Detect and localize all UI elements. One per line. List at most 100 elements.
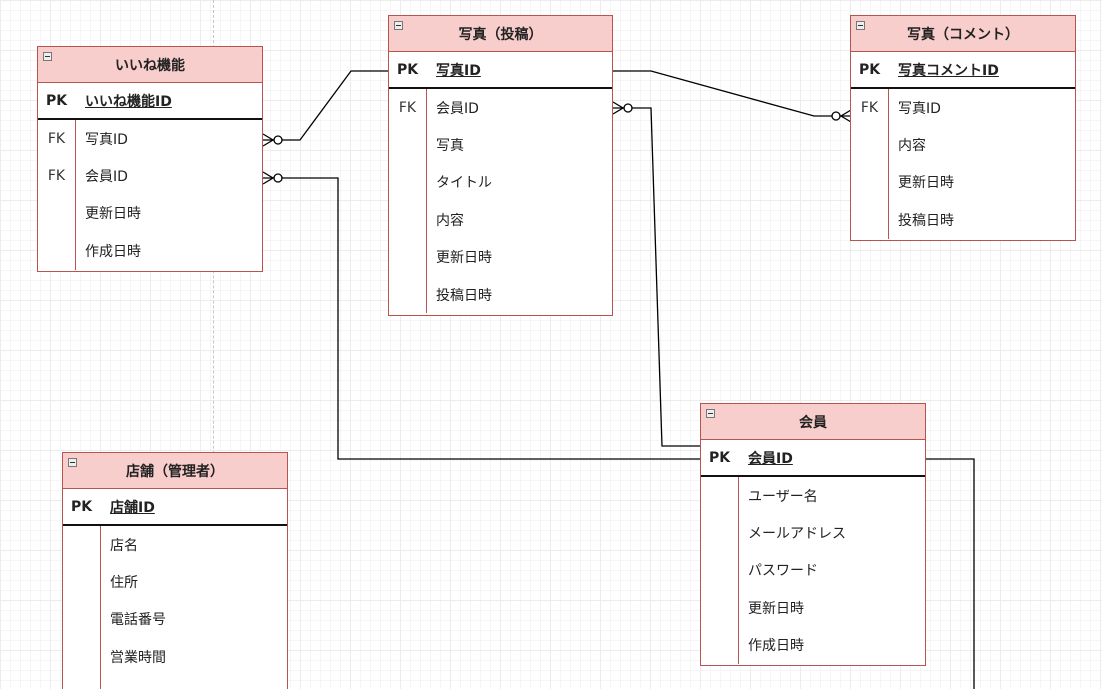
- field-name: 会員ID: [85, 169, 128, 186]
- field-list: ユーザー名 メールアドレス パスワード 更新日時 作成日時: [701, 477, 925, 664]
- primary-key-row[interactable]: PK 写真コメントID: [851, 52, 1075, 89]
- field-row[interactable]: 店名: [63, 526, 287, 563]
- primary-key-row[interactable]: PK 店舗ID: [63, 489, 287, 526]
- key-label: PK: [708, 449, 731, 466]
- field-name: 店舗ID: [110, 499, 155, 516]
- key-label: [389, 201, 426, 238]
- rel-iine-photo[interactable]: [263, 70, 389, 141]
- field-row[interactable]: FK 会員ID: [38, 157, 262, 194]
- field-name: いいね機能ID: [85, 93, 172, 110]
- key-label: [63, 601, 100, 638]
- key-label: [389, 126, 426, 163]
- collapse-icon[interactable]: [43, 52, 52, 61]
- field-list: 店名 住所 電話番号 営業時間: [63, 526, 287, 689]
- rel-comment-photo[interactable]: [613, 70, 851, 117]
- field-name: ユーザー名: [748, 488, 818, 505]
- key-label: [701, 477, 738, 514]
- rel-photo-member[interactable]: [613, 107, 701, 447]
- key-label: [701, 627, 738, 664]
- key-label: [63, 638, 100, 675]
- field-row[interactable]: 電話番号: [63, 601, 287, 638]
- field-name: 更新日時: [85, 206, 141, 223]
- key-label: PK: [858, 61, 881, 78]
- collapse-icon[interactable]: [394, 21, 403, 30]
- field-row[interactable]: FK 写真ID: [851, 89, 1075, 126]
- entity-header[interactable]: 会員: [701, 404, 925, 440]
- entity-header[interactable]: いいね機能: [38, 47, 262, 83]
- key-label: [701, 552, 738, 589]
- entity-header[interactable]: 写真（投稿）: [389, 16, 612, 52]
- rel-member-offscreen[interactable]: [926, 458, 975, 689]
- rel-iine-member[interactable]: [263, 177, 701, 460]
- entity-photo-comment[interactable]: 写真（コメント） PK 写真コメントID FK 写真ID 内容 更新日時 投稿日…: [850, 15, 1076, 241]
- field-row[interactable]: 更新日時: [701, 589, 925, 626]
- key-label: [701, 589, 738, 626]
- key-label: [389, 239, 426, 276]
- page-boundary-guide: [213, 0, 214, 689]
- field-name: 写真ID: [436, 62, 481, 79]
- field-row[interactable]: タイトル: [389, 164, 612, 201]
- field-name: 店名: [110, 537, 138, 554]
- field-name: メールアドレス: [748, 526, 846, 543]
- field-row[interactable]: 投稿日時: [851, 201, 1075, 238]
- entity-iine[interactable]: いいね機能 PK いいね機能ID FK 写真ID FK 会員ID 更新日時 作成…: [37, 46, 263, 272]
- key-label: [851, 201, 888, 238]
- key-label: FK: [398, 99, 417, 116]
- field-name: 内容: [898, 138, 926, 155]
- field-name: 内容: [436, 212, 464, 229]
- entity-title: いいね機能: [115, 57, 185, 74]
- field-name: 更新日時: [898, 175, 954, 192]
- field-row[interactable]: 更新日時: [38, 195, 262, 232]
- field-row[interactable]: 内容: [851, 126, 1075, 163]
- field-row[interactable]: 投稿日時: [389, 276, 612, 313]
- primary-key-row[interactable]: PK いいね機能ID: [38, 83, 262, 120]
- field-list: FK 写真ID FK 会員ID 更新日時 作成日時: [38, 120, 262, 270]
- collapse-icon[interactable]: [856, 21, 865, 30]
- crows-foot-zero-many-icon: [612, 101, 633, 115]
- key-label: [851, 164, 888, 201]
- collapse-icon[interactable]: [68, 458, 77, 467]
- field-row[interactable]: パスワード: [701, 552, 925, 589]
- key-label: [63, 563, 100, 600]
- field-row[interactable]: 更新日時: [389, 239, 612, 276]
- entity-member[interactable]: 会員 PK 会員ID ユーザー名 メールアドレス パスワード 更新日時 作成日時: [700, 403, 926, 666]
- collapse-icon[interactable]: [706, 409, 715, 418]
- field-row[interactable]: 内容: [389, 201, 612, 238]
- entity-photo-post[interactable]: 写真（投稿） PK 写真ID FK 会員ID 写真 タイトル 内容 更新日時 投…: [388, 15, 613, 316]
- field-name: 会員ID: [436, 100, 479, 117]
- field-row[interactable]: 写真: [389, 126, 612, 163]
- field-name: 作成日時: [748, 638, 804, 655]
- field-name: パスワード: [748, 563, 818, 580]
- entity-title: 店舗（管理者）: [126, 463, 224, 480]
- entity-title: 会員: [799, 414, 827, 431]
- field-row[interactable]: 住所: [63, 563, 287, 600]
- key-label: [63, 526, 100, 563]
- field-row[interactable]: 作成日時: [701, 627, 925, 664]
- key-label: [851, 126, 888, 163]
- key-label: FK: [47, 130, 66, 147]
- primary-key-row[interactable]: PK 会員ID: [701, 440, 925, 477]
- field-name: 投稿日時: [898, 212, 954, 229]
- primary-key-row[interactable]: PK 写真ID: [389, 52, 612, 89]
- entity-header[interactable]: 写真（コメント）: [851, 16, 1075, 52]
- key-label: [38, 232, 75, 269]
- field-row[interactable]: 営業時間: [63, 638, 287, 675]
- field-row[interactable]: 作成日時: [38, 232, 262, 269]
- field-row[interactable]: メールアドレス: [701, 514, 925, 551]
- field-row[interactable]: FK 写真ID: [38, 120, 262, 157]
- key-label: [389, 164, 426, 201]
- field-name: 会員ID: [748, 450, 793, 467]
- entity-header[interactable]: 店舗（管理者）: [63, 453, 287, 489]
- entity-title: 写真（コメント）: [907, 26, 1019, 43]
- field-row[interactable]: FK 会員ID: [389, 89, 612, 126]
- field-name: タイトル: [436, 175, 492, 192]
- field-name: 更新日時: [436, 250, 492, 267]
- field-name: 更新日時: [748, 600, 804, 617]
- entity-store[interactable]: 店舗（管理者） PK 店舗ID 店名 住所 電話番号 営業時間: [62, 452, 288, 689]
- field-row[interactable]: 更新日時: [851, 164, 1075, 201]
- field-row[interactable]: ユーザー名: [701, 477, 925, 514]
- field-list: FK 会員ID 写真 タイトル 内容 更新日時 投稿日時: [389, 89, 612, 314]
- key-label: PK: [45, 92, 68, 109]
- field-name: 投稿日時: [436, 287, 492, 304]
- key-label: FK: [860, 99, 879, 116]
